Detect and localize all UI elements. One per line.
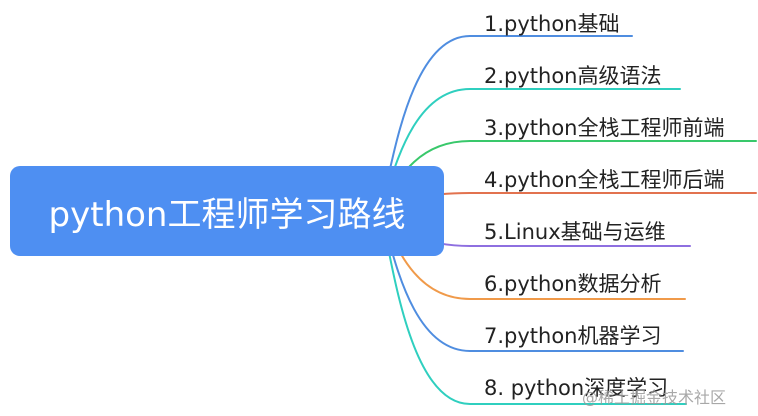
root-node[interactable]: python工程师学习路线 xyxy=(10,166,444,256)
root-node-label: python工程师学习路线 xyxy=(48,194,406,235)
branch-8-label[interactable]: 8. python深度学习 xyxy=(484,376,669,400)
branch-3-label[interactable]: 3.python全栈工程师前端 xyxy=(484,116,725,140)
branch-1-label[interactable]: 1.python基础 xyxy=(484,12,620,36)
watermark: @稀土掘金技术社区 xyxy=(582,388,727,407)
branch-2-label[interactable]: 2.python高级语法 xyxy=(484,64,662,88)
branch-6-label[interactable]: 6.python数据分析 xyxy=(484,272,662,296)
branch-7-label[interactable]: 7.python机器学习 xyxy=(484,324,662,348)
branch-5-label[interactable]: 5.Linux基础与运维 xyxy=(484,220,666,244)
branch-4-label[interactable]: 4.python全栈工程师后端 xyxy=(484,168,725,192)
